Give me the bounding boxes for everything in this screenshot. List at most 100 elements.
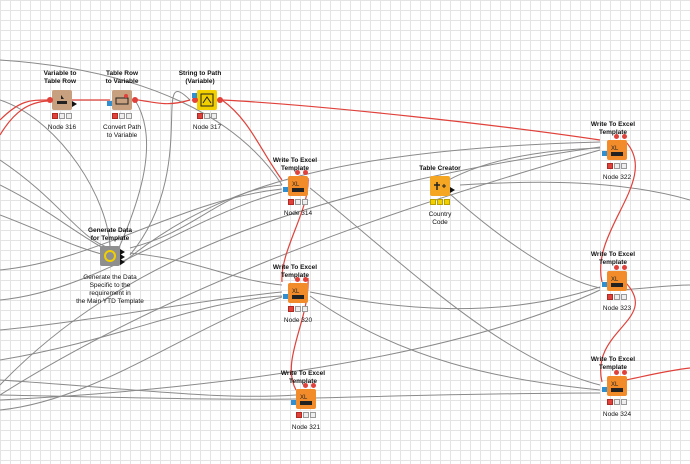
node-status-indicator <box>52 113 72 119</box>
data-output-port[interactable] <box>120 254 125 260</box>
excel-writer-icon: XL <box>607 271 627 291</box>
node-label: Node 323 <box>602 305 632 312</box>
flow-connection <box>600 141 636 283</box>
node-label: Node 324 <box>602 411 632 418</box>
flow-connection <box>0 100 49 136</box>
excel-writer-icon: XL <box>607 140 627 160</box>
write-excel-template-node-321[interactable]: XL <box>291 383 316 418</box>
table-row-to-variable-icon <box>112 90 132 110</box>
flow-input-port[interactable] <box>192 97 198 103</box>
data-connection <box>439 147 601 186</box>
node-status-indicator <box>607 294 627 300</box>
data-connection <box>619 284 690 291</box>
svg-text:XL: XL <box>611 382 619 388</box>
flow-connection <box>132 98 191 105</box>
flow-connection <box>221 99 283 181</box>
node-title: Table Creator <box>419 165 461 172</box>
node-label: Node 317 <box>192 124 222 131</box>
data-input-port[interactable] <box>192 93 197 98</box>
flow-output-port[interactable] <box>132 97 138 103</box>
node-label: Convert Path to Variable <box>103 124 141 139</box>
flow-connection <box>221 99 601 141</box>
node-title: Variable to Table Row <box>43 70 77 85</box>
data-input-port[interactable] <box>291 400 296 405</box>
data-connection <box>314 392 601 399</box>
data-connection <box>0 184 111 253</box>
flow-output-port[interactable] <box>217 97 223 103</box>
data-input-port[interactable] <box>283 294 288 299</box>
string-to-path-icon <box>197 90 217 110</box>
flow-input-port[interactable] <box>614 265 619 270</box>
node-title: Write To Excel Template <box>280 370 326 385</box>
flow-input-port[interactable] <box>614 370 619 375</box>
flow-input-port[interactable] <box>47 97 53 103</box>
data-connection <box>0 191 283 301</box>
data-output-port[interactable] <box>120 259 125 265</box>
svg-text:XL: XL <box>292 289 300 295</box>
flow-output-port[interactable] <box>622 370 627 375</box>
variable-to-table-row-icon <box>52 90 72 110</box>
flow-output-port[interactable] <box>622 134 627 139</box>
flow-connection <box>600 282 636 383</box>
flow-output-port[interactable] <box>303 277 308 282</box>
data-connection <box>119 141 601 266</box>
data-connection <box>0 149 601 396</box>
flow-connection <box>0 99 49 121</box>
flow-input-port[interactable] <box>303 383 308 388</box>
data-input-port[interactable] <box>602 387 607 392</box>
data-input-port[interactable] <box>283 187 288 192</box>
flow-connection <box>625 367 690 381</box>
node-status-indicator <box>607 399 627 405</box>
node-title: Generate Data for Template <box>87 227 133 242</box>
write-excel-template-node-324[interactable]: XL <box>602 370 627 405</box>
data-connection <box>0 379 297 397</box>
table-creator-node[interactable] <box>430 176 455 205</box>
node-status-indicator <box>607 163 627 169</box>
flow-input-port[interactable] <box>614 134 619 139</box>
svg-text:XL: XL <box>300 395 308 401</box>
flow-output-port[interactable] <box>311 383 316 388</box>
data-connection <box>129 91 191 256</box>
write-excel-template-node-323[interactable]: XL <box>602 265 627 300</box>
write-excel-template-node-320[interactable]: XL <box>283 277 308 312</box>
flow-output-port[interactable] <box>622 265 627 270</box>
data-output-port[interactable] <box>450 187 455 193</box>
node-status-indicator <box>112 113 132 119</box>
data-connection <box>0 289 601 401</box>
node-title: Write To Excel Template <box>272 264 318 279</box>
flow-input-port[interactable] <box>295 277 300 282</box>
node-status-indicator <box>288 306 308 312</box>
metanode-icon <box>100 246 120 266</box>
table-creator-icon <box>430 176 450 196</box>
node-label: Node 314 <box>283 210 313 217</box>
flow-input-port[interactable] <box>295 170 300 175</box>
svg-text:XL: XL <box>611 277 619 283</box>
node-title: Write To Excel Template <box>590 251 636 266</box>
data-input-port[interactable] <box>602 151 607 156</box>
node-status-indicator <box>430 199 450 205</box>
generate-data-metanode[interactable] <box>100 246 125 266</box>
node-label: Node 322 <box>602 174 632 181</box>
variable-to-table-row-node[interactable] <box>47 90 77 119</box>
data-connection <box>459 181 690 201</box>
table-row-to-variable-node[interactable] <box>107 90 138 119</box>
flow-output-port[interactable] <box>303 170 308 175</box>
data-output-port[interactable] <box>120 249 125 255</box>
node-label: Node 321 <box>291 424 321 431</box>
data-output-port[interactable] <box>72 101 77 107</box>
write-excel-template-node-322[interactable]: XL <box>602 134 627 169</box>
data-connection <box>129 252 283 286</box>
excel-writer-icon: XL <box>288 176 308 196</box>
data-input-port[interactable] <box>107 101 112 106</box>
data-input-port[interactable] <box>602 282 607 287</box>
node-title: Table Row to Variable <box>105 70 139 85</box>
data-connection <box>0 291 283 331</box>
excel-writer-icon: XL <box>607 376 627 396</box>
data-connection <box>0 394 297 400</box>
write-excel-template-node-314[interactable]: XL <box>283 170 308 205</box>
data-connection <box>309 295 601 391</box>
data-connection <box>0 159 111 249</box>
string-to-path-node[interactable] <box>192 90 223 119</box>
